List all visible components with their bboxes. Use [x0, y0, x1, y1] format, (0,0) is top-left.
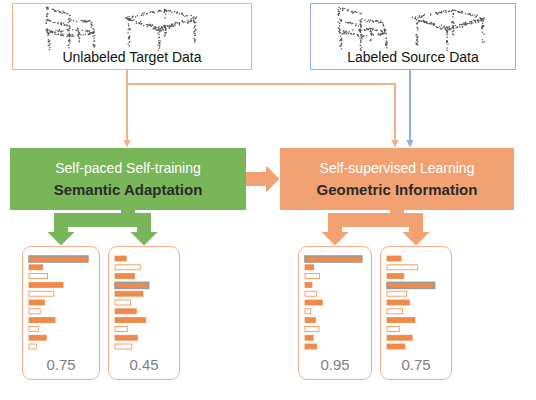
dataset-label: Labeled Source Data	[347, 49, 479, 66]
score-bar	[29, 335, 46, 340]
score-bar	[29, 318, 55, 323]
score-bar	[115, 265, 140, 270]
score-bar	[387, 256, 401, 261]
bar-chart	[23, 247, 101, 357]
score-value: 0.75	[401, 356, 430, 373]
flow-arrow	[246, 172, 266, 186]
flow-arrow	[127, 70, 395, 140]
score-bar	[387, 335, 412, 340]
flow-arrow	[397, 210, 416, 232]
score-bar	[115, 256, 126, 261]
score-bar	[305, 274, 320, 279]
score-bar	[115, 309, 136, 314]
score-bar	[387, 291, 407, 296]
score-bar	[29, 291, 54, 296]
score-box: 0.95	[298, 246, 372, 380]
score-bar	[115, 291, 143, 296]
score-bar	[387, 274, 404, 279]
score-bar	[305, 291, 317, 296]
score-bar	[115, 274, 135, 279]
score-bar	[305, 335, 313, 340]
score-bar	[305, 300, 322, 305]
score-bar	[387, 309, 403, 314]
score-bar	[305, 256, 362, 262]
score-bar	[387, 344, 405, 349]
score-bar	[305, 318, 315, 323]
point-cloud	[45, 7, 95, 51]
score-bar	[29, 282, 63, 287]
score-bar	[305, 282, 312, 287]
score-bar	[29, 309, 40, 314]
flow-arrow	[128, 210, 144, 232]
score-bar	[29, 326, 38, 331]
dataset-box: Labeled Source Data	[310, 3, 516, 70]
score-box: 0.45	[108, 246, 180, 380]
method-name: Self-paced Self-training	[55, 157, 201, 179]
method-box: Self-supervised LearningGeometric Inform…	[280, 148, 514, 210]
score-bar	[29, 265, 43, 270]
point-cloud	[125, 8, 197, 51]
score-bar	[115, 344, 132, 349]
method-focus: Geometric Information	[317, 179, 478, 201]
score-bar	[387, 282, 435, 288]
dataset-box: Unlabeled Target Data	[12, 3, 252, 70]
flow-arrow	[409, 70, 411, 140]
point-cloud-figure	[311, 4, 517, 51]
score-box: 0.75	[380, 246, 452, 380]
score-bar	[115, 282, 149, 288]
score-bar	[387, 300, 409, 305]
score-bar	[29, 300, 45, 305]
bar-chart	[109, 247, 181, 357]
method-focus: Semantic Adaptation	[54, 179, 203, 201]
score-bar	[387, 265, 418, 270]
score-bar	[387, 326, 399, 331]
score-bar	[305, 344, 317, 349]
score-bar	[387, 318, 415, 323]
score-bar	[115, 335, 137, 340]
flow-arrow	[335, 210, 397, 232]
score-bar	[305, 265, 314, 270]
bar-chart	[299, 247, 373, 357]
score-bar	[305, 309, 311, 314]
point-cloud	[337, 7, 387, 51]
bar-chart	[381, 247, 453, 357]
flow-arrow	[61, 210, 128, 232]
score-bar	[29, 274, 48, 279]
score-bar	[115, 326, 127, 331]
method-box: Self-paced Self-trainingSemantic Adaptat…	[10, 148, 246, 210]
score-box: 0.75	[22, 246, 100, 380]
score-bar	[305, 326, 319, 331]
point-cloud	[412, 9, 485, 51]
score-bar	[29, 344, 36, 349]
point-cloud-figure	[13, 4, 253, 51]
score-bar	[29, 256, 88, 262]
score-value: 0.45	[129, 356, 158, 373]
dataset-label: Unlabeled Target Data	[62, 49, 201, 66]
score-value: 0.95	[320, 356, 349, 373]
score-bar	[115, 318, 146, 323]
method-name: Self-supervised Learning	[320, 157, 475, 179]
score-value: 0.75	[46, 356, 75, 373]
score-bar	[115, 300, 131, 305]
